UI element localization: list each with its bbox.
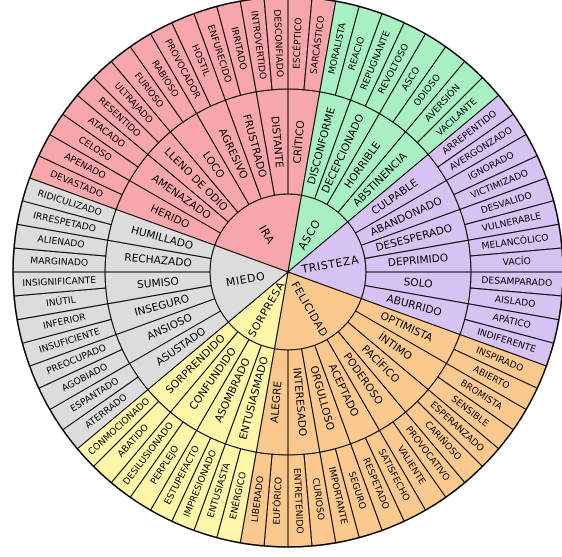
secondary-label-deprimido: DEPRIMIDO <box>387 252 448 269</box>
secondary-label-distante: DISTANTE <box>268 116 285 169</box>
tertiary-label-desconfiado: DESCONFIADO <box>271 9 285 77</box>
tertiary-label-insignificante: INSIGNIFICANTE <box>22 275 96 289</box>
tertiary-label-curioso: CURIOSO <box>310 477 326 521</box>
secondary-label-rechazado: RECHAZADO <box>124 252 192 270</box>
secondary-label-alegre: ALEGRE <box>269 380 285 423</box>
secondary-label-interesado: INTERESADO <box>290 367 308 437</box>
outer-ring-outline <box>12 0 562 548</box>
tertiary-label-esceptico: ESCÉPTICO <box>290 17 304 69</box>
tertiary-label-vacio: VACÍO <box>502 255 531 268</box>
tertiary-label-euforico: EUFÓRICO <box>270 477 284 525</box>
secondary-label-solo: SOLO <box>403 276 433 290</box>
secondary-label-critico: CRÍTICO <box>291 120 308 164</box>
tertiary-label-aislado: AISLADO <box>494 294 536 310</box>
tertiary-label-entretenido: ENTRETENIDO <box>291 468 305 534</box>
secondary-label-sumiso: SUMISO <box>137 276 180 292</box>
tertiary-label-marginado: MARGINADO <box>30 255 88 269</box>
tertiary-label-inutil: INÚTIL <box>45 293 77 309</box>
tertiary-label-desamparado: DESAMPARADO <box>481 275 552 289</box>
